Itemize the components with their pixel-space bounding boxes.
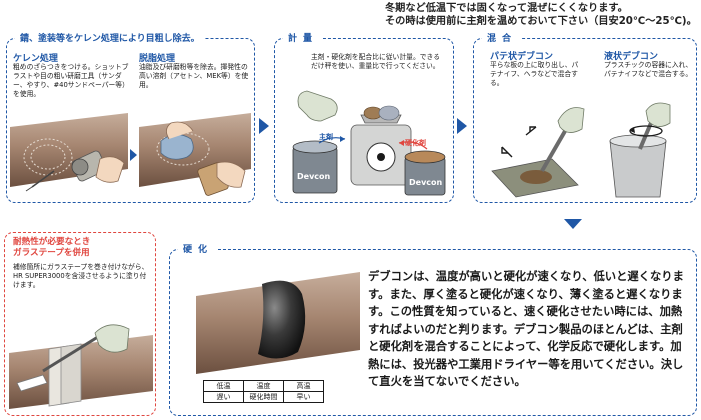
- heat-title-line-1: 耐熱性が必要なとき: [13, 237, 91, 247]
- note-line-2: その時は使用前に主剤を温めておいて下さい（目安20℃〜25℃)。: [385, 16, 697, 27]
- main-agent-label: 主剤: [319, 132, 333, 141]
- wiping-illustration: [139, 113, 251, 196]
- liquid-title: 液状デブコン: [604, 52, 659, 62]
- heat-body: 補修箇所にガラステープを巻き付けながら、HR SUPER3000を含浸させるよう…: [13, 263, 149, 289]
- paste-mixing-illustration: [491, 107, 585, 198]
- grinding-illustration: [10, 113, 128, 192]
- prep-panel-title: 錆、塗装等をケレン処理により目粗し除去。: [15, 31, 205, 44]
- kelen-body: 粗めのざらつきをつける。ショットブラストや目の粗い研磨工具（サンダー、やすり、#…: [13, 63, 129, 98]
- degrease-title: 脱脂処理: [139, 54, 176, 64]
- note-line-1: 冬期など低温下では固くなって混ぜにくくなります。: [385, 3, 628, 14]
- table-cell: 低温: [203, 380, 244, 392]
- table-cell: 遅い: [203, 391, 244, 403]
- measuring-illustration: Devcon Devcon 主剤 硬化剤: [292, 90, 446, 196]
- mix-panel-title: 混合: [482, 31, 523, 44]
- liquid-mixing-illustration: [609, 102, 671, 198]
- table-row: 低温 温度 高温: [203, 380, 324, 392]
- heat-resistance-panel: 耐熱性が必要なとき ガラステープを併用 補修箇所にガラステープを巻き付けながら、…: [4, 232, 156, 416]
- cure-description: デブコンは、温度が高いと硬化が速くなり、低いと遅くなります。また、厚く塗ると硬化…: [368, 270, 684, 388]
- table-cell: 温度: [243, 380, 284, 392]
- measure-panel-title: 計量: [283, 31, 324, 44]
- cure-panel-title: 硬化: [178, 242, 219, 255]
- measure-panel: 計量 主剤・硬化剤を配合比に従い計量。できるだけ秤を使い、重量比で行ってください…: [274, 31, 454, 203]
- table-cell: 高温: [283, 380, 324, 392]
- degrease-body: 油脂及び研磨粉等を除去。揮発性の高い溶剤（アセトン、MEK等）を使用。: [139, 63, 249, 89]
- paste-title: パテ状デブコン: [490, 52, 554, 62]
- glass-tape-illustration: [9, 324, 153, 409]
- table-cell: 早い: [283, 391, 324, 403]
- step-arrow-3: [564, 219, 582, 229]
- prep-step-arrow: [130, 149, 137, 161]
- step-arrow-2: [457, 118, 467, 134]
- measure-body: 主剤・硬化剤を配合比に従い計量。できるだけ秤を使い、重量比で行ってください。: [311, 53, 441, 70]
- cure-time-table: 低温 温度 高温 遅い 硬化時間 早い: [203, 380, 324, 403]
- step-arrow-1: [259, 118, 269, 134]
- table-cell: 硬化時間: [243, 391, 284, 403]
- cured-pipe-illustration: [196, 272, 360, 374]
- kelen-title: ケレン処理: [13, 54, 58, 64]
- devcon-label-left: Devcon: [297, 172, 331, 181]
- table-row: 遅い 硬化時間 早い: [203, 391, 324, 403]
- cold-weather-note: 冬期など低温下では固くなって混ぜにくくなります。 その時は使用前に主剤を温めてお…: [385, 2, 697, 28]
- paste-body: 平らな板の上に取り出し、パテナイフ、ヘラなどで混合する。: [490, 61, 579, 87]
- mix-panel: 混合 パテ状デブコン 平らな板の上に取り出し、パテナイフ、ヘラなどで混合する。 …: [473, 31, 697, 203]
- heat-title-line-2: ガラステープを併用: [13, 248, 90, 258]
- prep-panel: 錆、塗装等をケレン処理により目粗し除去。 ケレン処理 粗めのざらつきをつける。シ…: [6, 31, 255, 203]
- devcon-label-right: Devcon: [409, 178, 443, 187]
- liquid-body: プラスチックの容器に入れ、パテナイフなどで混合する。: [604, 61, 693, 78]
